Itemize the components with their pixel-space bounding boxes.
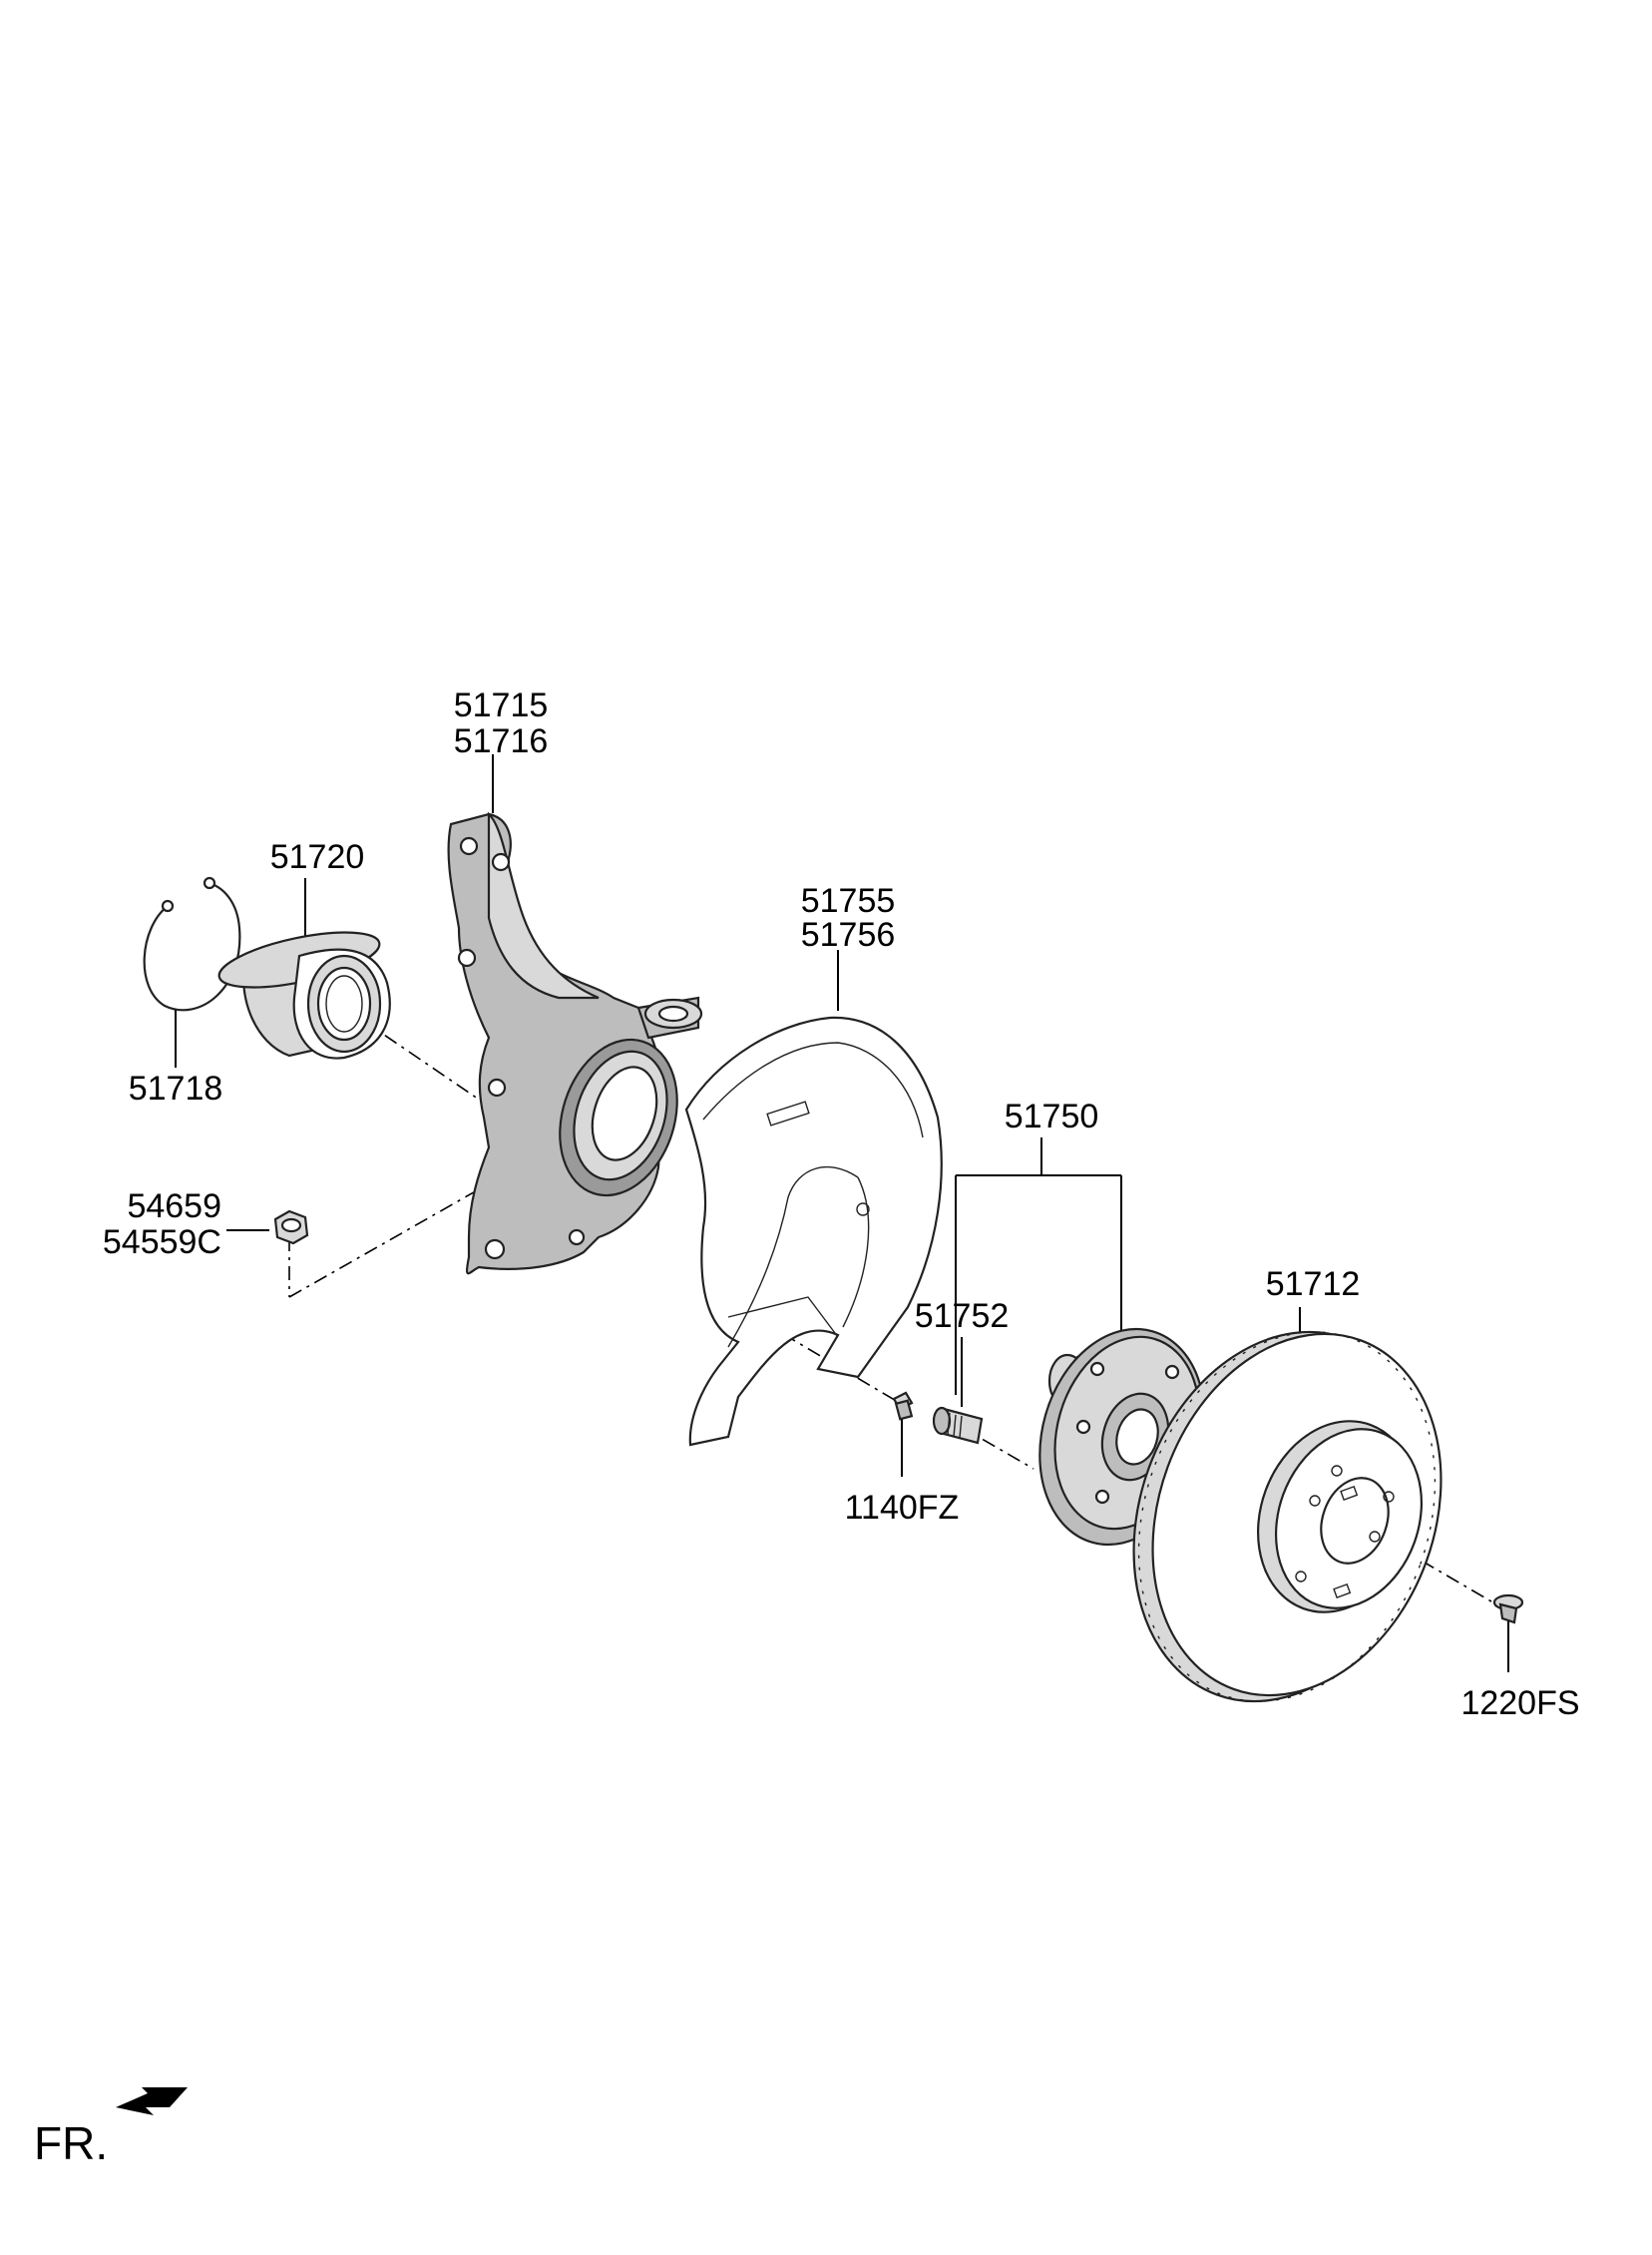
- label-disc-screw: 1220FS: [1460, 1684, 1579, 1722]
- label-snap-ring: 51718: [129, 1070, 223, 1108]
- label-hub-bolt: 51752: [915, 1297, 1010, 1335]
- hex-nut-part: [273, 1209, 309, 1245]
- leader-lines: [175, 754, 1509, 1672]
- brake-disc-part: [1132, 1330, 1443, 1703]
- snap-ring-part: [143, 876, 241, 1012]
- disc-screw-part: [1492, 1593, 1524, 1624]
- label-cover-screw: 1140FZ: [845, 1489, 960, 1527]
- label-bearing: 51720: [270, 838, 365, 876]
- label-dust-cover-1: 51755: [801, 882, 896, 920]
- hub-bolt-part: [932, 1406, 984, 1445]
- label-knuckle-1: 51715: [454, 686, 549, 724]
- steering-knuckle-part: [447, 811, 703, 1275]
- part-labels: 51715 51716 51720 51718 54659 54559C 517…: [34, 686, 1580, 2169]
- label-nut-1: 54659: [127, 1187, 221, 1225]
- label-disc: 51712: [1266, 1265, 1361, 1303]
- wheel-bearing-part: [217, 931, 391, 1060]
- label-front-marker: FR.: [34, 2117, 108, 2169]
- label-dust-cover-2: 51756: [801, 916, 896, 954]
- label-hub-assy: 51750: [1005, 1098, 1099, 1135]
- cover-screw-part: [892, 1391, 914, 1421]
- front-arrow-icon: [116, 2087, 188, 2115]
- dust-cover-part: [684, 1016, 943, 1447]
- label-nut-2: 54559C: [103, 1223, 221, 1261]
- label-knuckle-2: 51716: [454, 722, 549, 760]
